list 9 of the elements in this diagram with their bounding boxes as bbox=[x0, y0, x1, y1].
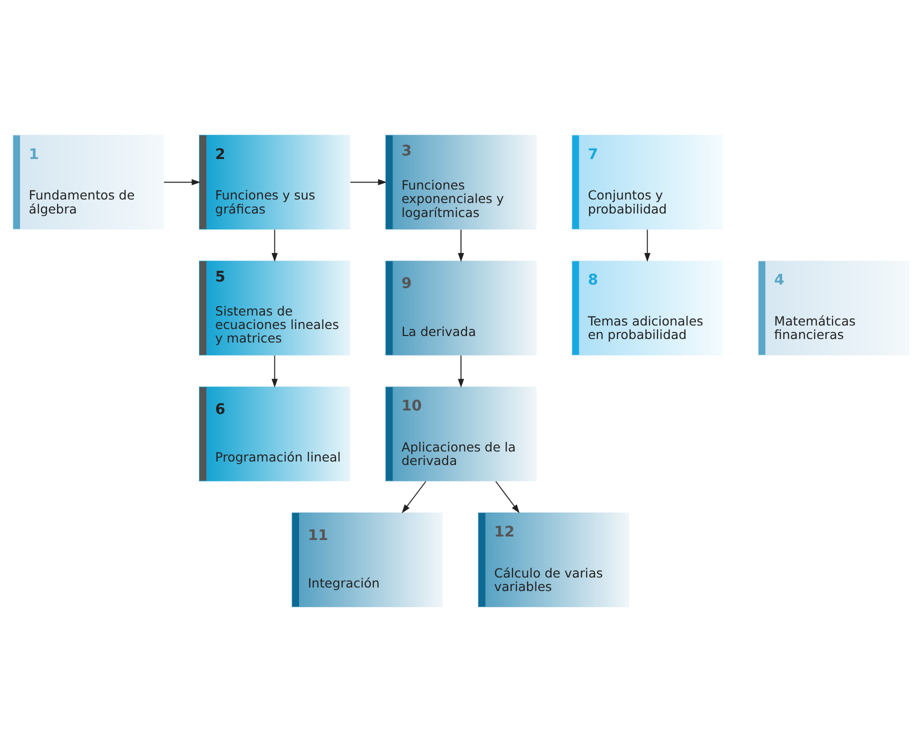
arrow bbox=[272, 354, 278, 388]
arrow bbox=[350, 178, 387, 185]
arrow bbox=[458, 354, 464, 388]
arrow bbox=[644, 228, 650, 262]
arrow bbox=[272, 228, 278, 262]
arrow bbox=[495, 480, 520, 513]
arrow bbox=[402, 480, 426, 513]
arrow bbox=[458, 228, 464, 262]
arrow bbox=[164, 178, 200, 185]
